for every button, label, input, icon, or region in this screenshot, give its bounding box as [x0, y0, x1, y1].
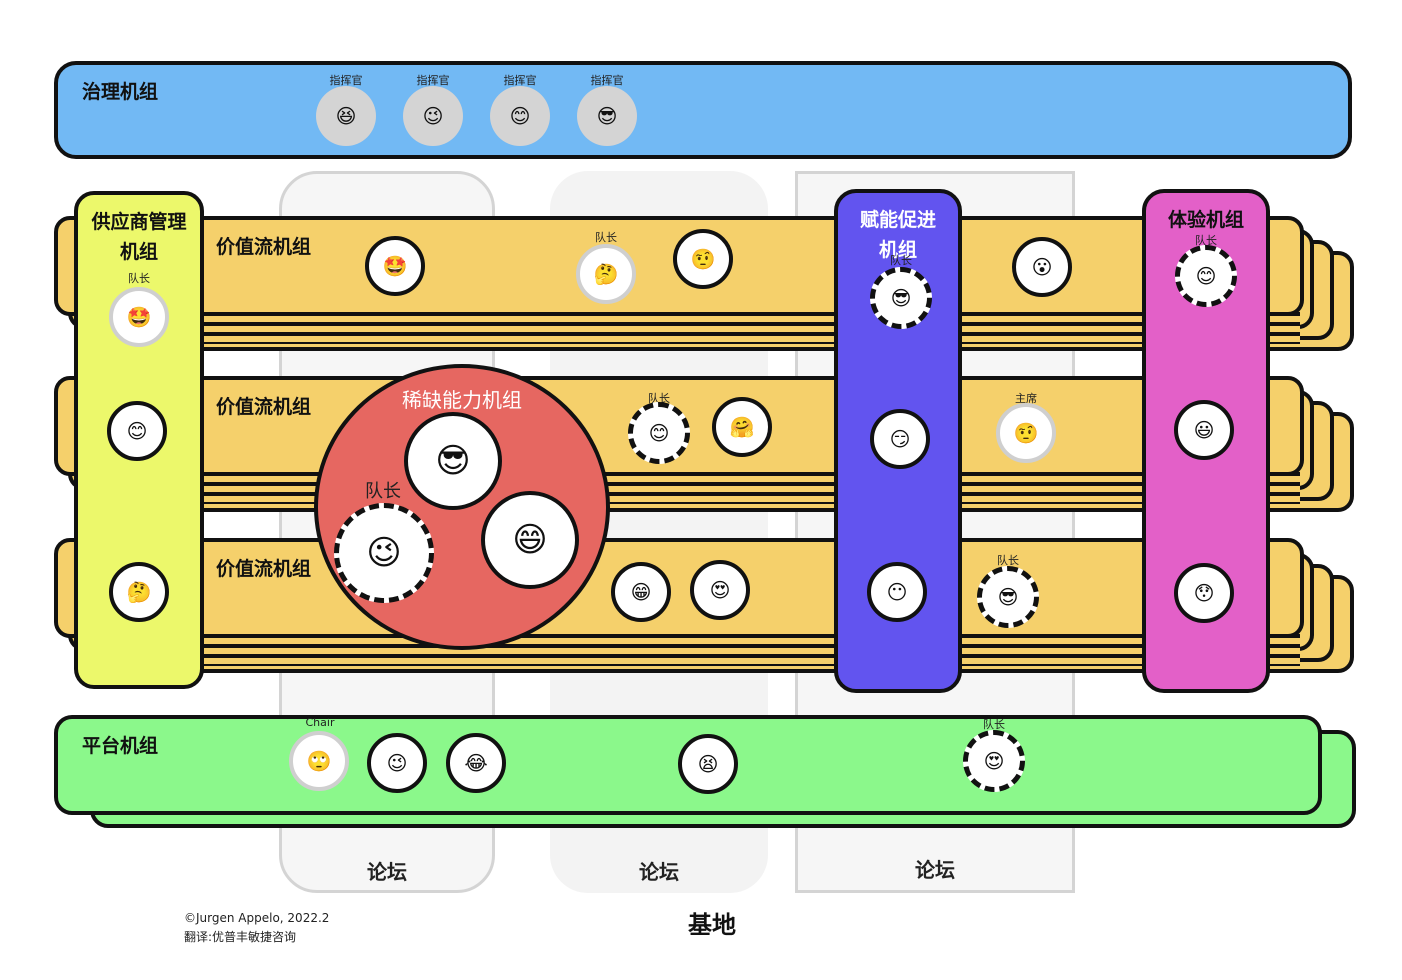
smiling-face-icon: 😊	[126, 419, 148, 443]
forum-label-3: 论坛	[915, 858, 955, 882]
open-mouth-face-icon: 😮	[1031, 255, 1053, 279]
no-mouth-face-icon: 😶	[886, 580, 908, 604]
enabling-role-lead: 队长	[890, 254, 912, 267]
supplier-title-line1: 供应商管理	[91, 211, 187, 233]
base-label: 基地	[688, 911, 736, 939]
value-stream-crew-2-title: 价值流机组	[216, 396, 312, 418]
vs1-face-4: 😮	[1012, 237, 1072, 297]
smiling-face-icon: 😊	[648, 421, 670, 445]
smirking-face-icon: 😏	[889, 427, 911, 451]
hushed-face-icon: 😯	[1193, 581, 1215, 605]
vs1-face-3: 🤨	[673, 229, 733, 289]
vs2-role-chair: 主席	[1015, 392, 1037, 405]
value-stream-crew-1-title: 价值流机组	[216, 236, 312, 258]
thinking-face-icon: 🤔	[126, 580, 152, 604]
platform-face-1: 🙄	[289, 731, 349, 791]
experience-face-2: 😃	[1174, 400, 1234, 460]
platform-face-3: 😂	[446, 733, 506, 793]
enabling-face-2: 😏	[870, 409, 930, 469]
scarce-face-2: 😉	[334, 503, 434, 603]
enabling-title-line2: 机组	[878, 239, 917, 261]
winking-face-icon: 😉	[386, 751, 408, 775]
governance-crew: 治理机组	[54, 61, 1352, 159]
commander-face-3: 😊	[490, 86, 550, 146]
commander-role-4: 指挥官	[590, 74, 624, 87]
credits-translation: 翻译:优普丰敏捷咨询	[184, 930, 297, 944]
vs2-face-1: 😊	[628, 402, 690, 464]
thinking-face-icon: 🤔	[593, 262, 619, 286]
commander-role-3: 指挥官	[503, 74, 537, 87]
platform-face-2: 😉	[367, 733, 427, 793]
star-struck-face-icon: 🤩	[382, 254, 408, 278]
experience-face-3: 😯	[1174, 563, 1234, 623]
sunglasses-face-icon: 😎	[596, 104, 618, 128]
eye-roll-face-icon: 🙄	[306, 749, 332, 773]
sunglasses-face-icon: 😎	[890, 286, 912, 310]
vs1-face-1: 🤩	[365, 236, 425, 296]
commander-role-1: 指挥官	[329, 74, 363, 87]
experience-title: 体验机组	[1167, 209, 1244, 231]
vs3-role-lead: 队长	[997, 554, 1019, 567]
raised-eyebrow-face-icon: 🤨	[690, 247, 716, 271]
value-stream-crew-3: 价值流机组	[54, 538, 1304, 638]
supplier-face-1: 🤩	[109, 287, 169, 347]
sunglasses-face-icon: 😎	[997, 585, 1019, 609]
supplier-face-3: 🤔	[109, 562, 169, 622]
platform-role-chair: Chair	[305, 716, 335, 729]
enabling-title-line1: 赋能促进	[859, 209, 936, 231]
vs3-face-2: 😍	[690, 560, 750, 620]
grinning-squint-face-icon: 😆	[335, 104, 357, 128]
smiling-face-icon: 😊	[509, 104, 531, 128]
commander-face-1: 😆	[316, 86, 376, 146]
scarce-capability-title: 稀缺能力机组	[402, 388, 522, 412]
value-stream-crew-3-title: 价值流机组	[216, 558, 312, 580]
scarce-face-3: 😄	[481, 491, 579, 589]
winking-face-icon: 😉	[366, 533, 402, 573]
vs3-face-1: 😁	[611, 562, 671, 622]
forum-label-1: 论坛	[367, 860, 407, 884]
enabling-face-3: 😶	[867, 562, 927, 622]
heart-eyes-face-icon: 😍	[709, 578, 731, 602]
forum-label-2: 论坛	[639, 860, 679, 884]
vs2-face-2: 🤗	[712, 397, 772, 457]
platform-face-5: 😍	[963, 730, 1025, 792]
value-stream-crew-3-lines	[200, 634, 1300, 666]
supplier-face-2: 😊	[107, 401, 167, 461]
winking-face-icon: 😉	[422, 104, 444, 128]
vs1-face-2: 🤔	[576, 244, 636, 304]
sunglasses-face-icon: 😎	[435, 441, 471, 481]
supplier-title-line2: 机组	[119, 241, 158, 263]
platform-crew-title: 平台机组	[82, 735, 159, 757]
vs2-role-lead: 队长	[648, 392, 670, 405]
scarce-face-1: 😎	[404, 412, 502, 510]
platform-role-lead: 队长	[983, 718, 1005, 731]
governance-crew-title: 治理机组	[82, 81, 159, 103]
vs3-face-3: 😎	[977, 566, 1039, 628]
experience-face-1: 😊	[1175, 245, 1237, 307]
grinning-face-icon: 😃	[1193, 418, 1215, 442]
vs2-face-3: 🤨	[996, 403, 1056, 463]
commander-face-2: 😉	[403, 86, 463, 146]
value-stream-crew-1-lines	[200, 312, 1300, 344]
heart-eyes-face-icon: 😍	[983, 749, 1005, 773]
commander-face-4: 😎	[577, 86, 637, 146]
star-struck-face-icon: 🤩	[126, 305, 152, 329]
supplier-role-lead: 队长	[128, 272, 150, 285]
enabling-face-1: 😎	[870, 267, 932, 329]
experience-role-lead: 队长	[1195, 234, 1217, 247]
vs1-role-lead: 队长	[595, 231, 617, 244]
grinning-face-icon: 😄	[512, 520, 548, 560]
hugging-face-icon: 🤗	[729, 415, 755, 439]
platform-face-4: 😫	[678, 734, 738, 794]
tired-face-icon: 😫	[697, 752, 719, 776]
beaming-face-icon: 😁	[630, 580, 652, 604]
tears-of-joy-face-icon: 😂	[464, 751, 488, 775]
smiling-face-icon: 😊	[1195, 264, 1217, 288]
scarce-role-lead: 队长	[365, 481, 401, 502]
raised-eyebrow-face-icon: 🤨	[1013, 421, 1039, 445]
commander-role-2: 指挥官	[416, 74, 450, 87]
credits-copyright: ©Jurgen Appelo, 2022.2	[184, 911, 330, 925]
